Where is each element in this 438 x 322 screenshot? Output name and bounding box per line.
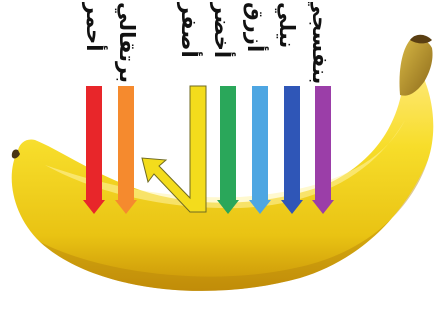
arrow-violet <box>312 86 334 214</box>
label-orange: برتقالي <box>110 2 144 84</box>
label-red: أحمر <box>77 2 111 84</box>
label-yellow: أصفر <box>172 2 206 84</box>
label-indigo: نيلي <box>270 2 304 84</box>
banana-stem <box>399 38 432 95</box>
arrow-orange <box>115 86 137 214</box>
color-arrows <box>83 86 334 214</box>
arrow-red <box>83 86 105 214</box>
arrow-indigo <box>281 86 303 214</box>
label-green: أخضر <box>205 2 239 84</box>
arrow-green <box>217 86 239 214</box>
label-blue: أزرق <box>238 2 272 84</box>
arrow-blue <box>249 86 271 214</box>
label-violet: بنفسجي <box>303 2 337 84</box>
